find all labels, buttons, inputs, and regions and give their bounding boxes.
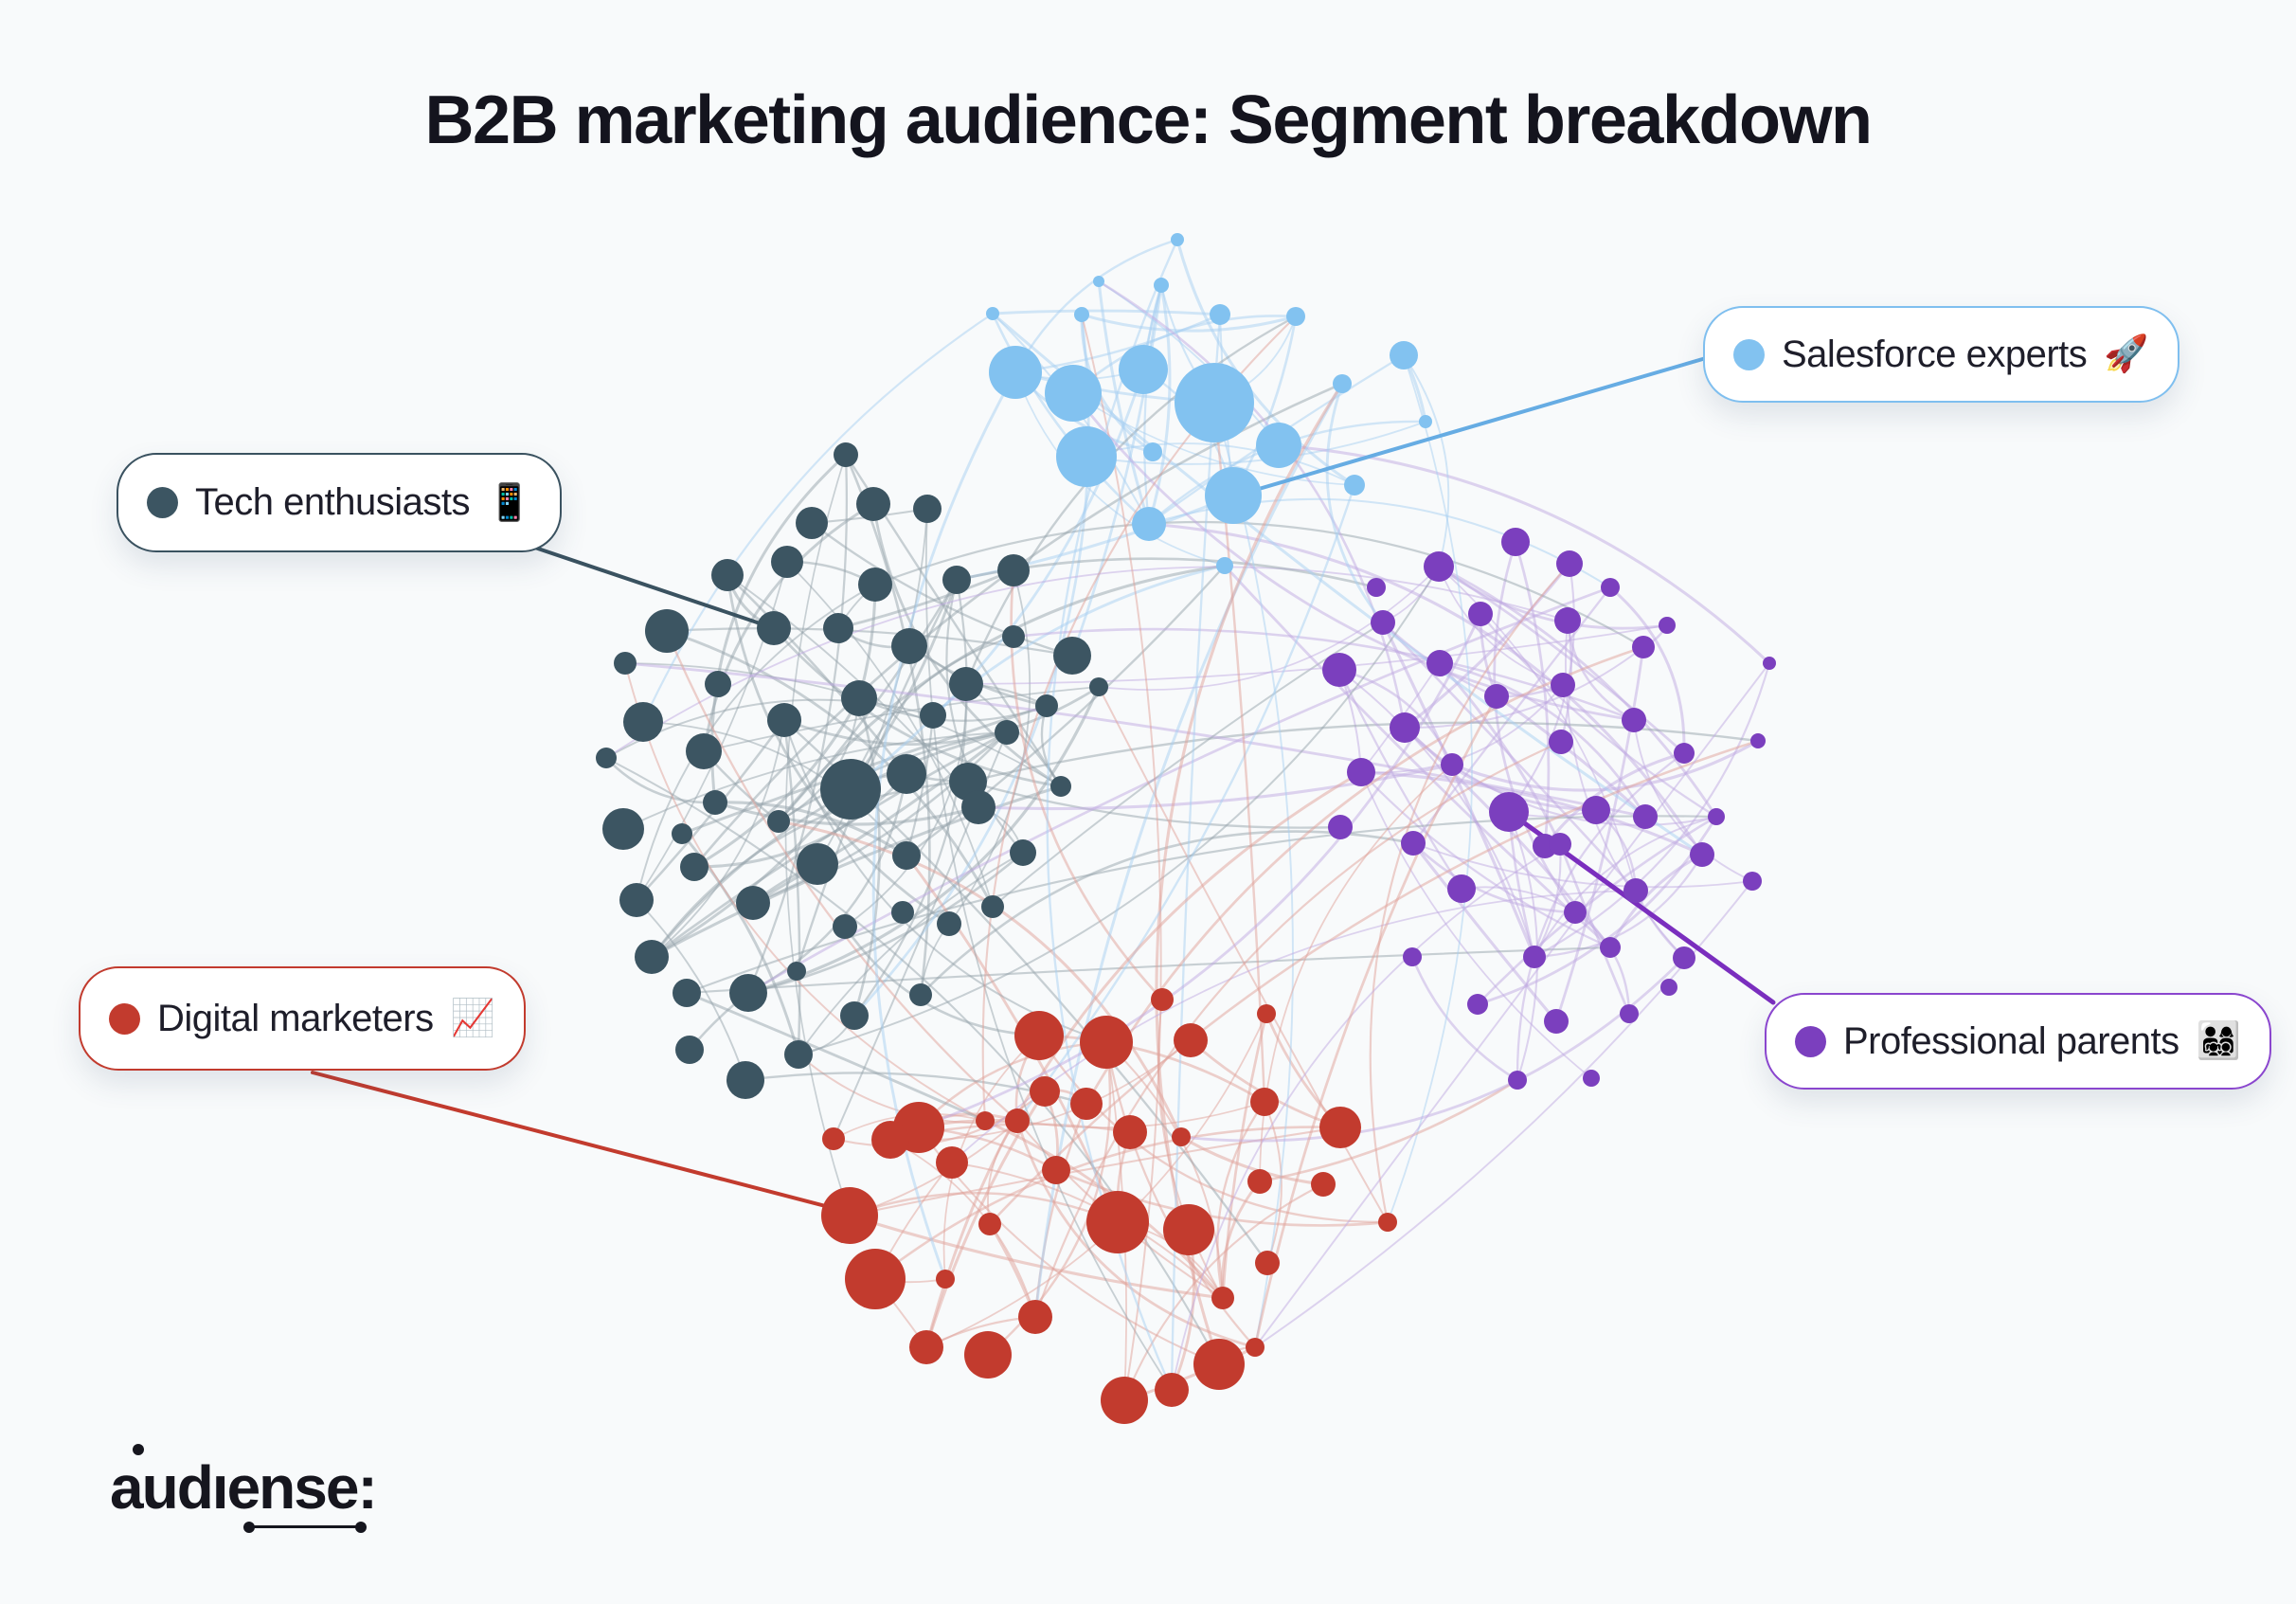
- family-emoji: 👨‍👩‍👧‍👦: [2196, 1021, 2241, 1061]
- callout-label: Professional parents: [1843, 1019, 2179, 1062]
- chart-increasing-emoji: 📈: [450, 999, 495, 1038]
- parents-cluster-dot: [1795, 1025, 1826, 1057]
- callout-label: Tech enthusiasts: [195, 481, 470, 523]
- audiense-logo: audıense:: [110, 1444, 508, 1548]
- logo-wordmark: audıense:: [110, 1453, 378, 1522]
- marketers-cluster-dot: [109, 1002, 140, 1035]
- callout-professional-parents: Professional parents 👨‍👩‍👧‍👦: [1765, 993, 2271, 1090]
- callout-tech-enthusiasts: Tech enthusiasts 📱: [117, 453, 563, 552]
- salesforce-cluster-dot: [1733, 338, 1765, 370]
- tech-cluster-dot: [147, 487, 178, 518]
- callout-digital-marketers: Digital marketers 📈: [79, 966, 526, 1071]
- logo-a-dot: [133, 1444, 144, 1455]
- mobile-phone-emoji: 📱: [486, 482, 532, 523]
- page-title: B2B marketing audience: Segment breakdow…: [424, 82, 1873, 158]
- callout-salesforce-experts: Salesforce experts 🚀: [1703, 306, 2179, 403]
- logo-underline: [243, 1521, 367, 1533]
- callout-label: Digital marketers: [157, 997, 434, 1039]
- callout-label: Salesforce experts: [1782, 333, 2088, 375]
- rocket-emoji: 🚀: [2104, 334, 2149, 374]
